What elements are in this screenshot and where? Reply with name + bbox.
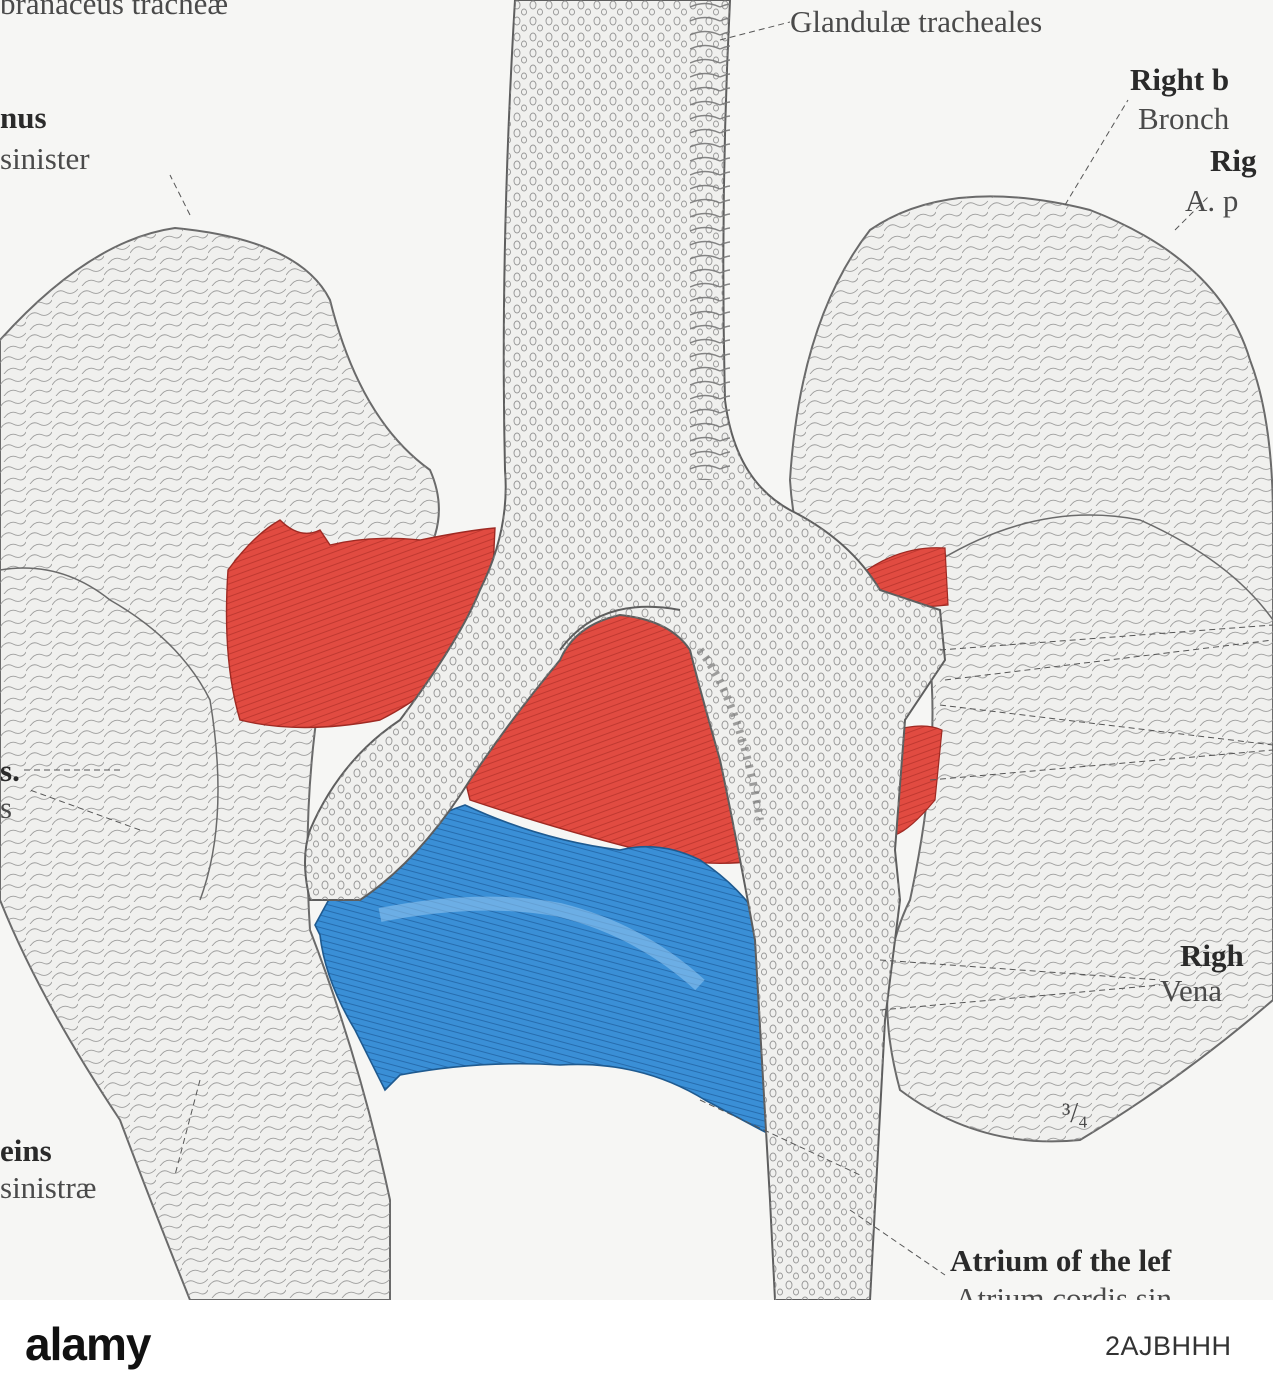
svg-text:alamy: alamy — [25, 1318, 152, 1370]
leader-lines — [20, 21, 1273, 1276]
anatomy-plate: branaceus tracheæ Glandulæ tracheales Ri… — [0, 0, 1273, 1300]
image-id: 2AJBHHH — [1105, 1331, 1232, 1361]
left-lung — [0, 226, 440, 1300]
label-glandulae-tracheales: Glandulæ tracheales — [790, 4, 1043, 39]
lung-illustration — [0, 0, 1273, 1300]
left-pulmonary-artery — [225, 519, 496, 729]
right-lung — [788, 195, 1273, 1143]
label-left-veins: eins — [0, 1133, 52, 1168]
label-atrium: Atrium of the lef — [950, 1243, 1172, 1278]
label-right-bronchus-latin: Bronch — [1138, 101, 1230, 136]
label-left-veins-latin: sinistræ — [0, 1170, 97, 1205]
label-left-bronchus-latin: sinister — [0, 141, 90, 176]
alamy-logo: alamy — [25, 1318, 153, 1370]
label-right-vein-latin: Vena — [1160, 973, 1222, 1008]
label-top-left: branaceus tracheæ — [0, 0, 229, 21]
label-right-artery: Rig — [1210, 143, 1257, 178]
label-left-mid: s. — [0, 753, 20, 788]
label-scale: ³/₄ — [1062, 1098, 1088, 1129]
label-right-vein: Righ — [1180, 938, 1244, 973]
label-left-mid-latin: s — [0, 790, 13, 825]
watermark-footer: alamy 2AJBHHH — [0, 1300, 1273, 1390]
trachea — [304, 0, 947, 1300]
label-right-artery-latin: A. p — [1185, 183, 1239, 218]
label-atrium-latin: Atrium cordis sin — [955, 1281, 1172, 1300]
label-left-bronchus: nus — [0, 100, 47, 135]
label-right-bronchus: Right b — [1130, 62, 1230, 97]
